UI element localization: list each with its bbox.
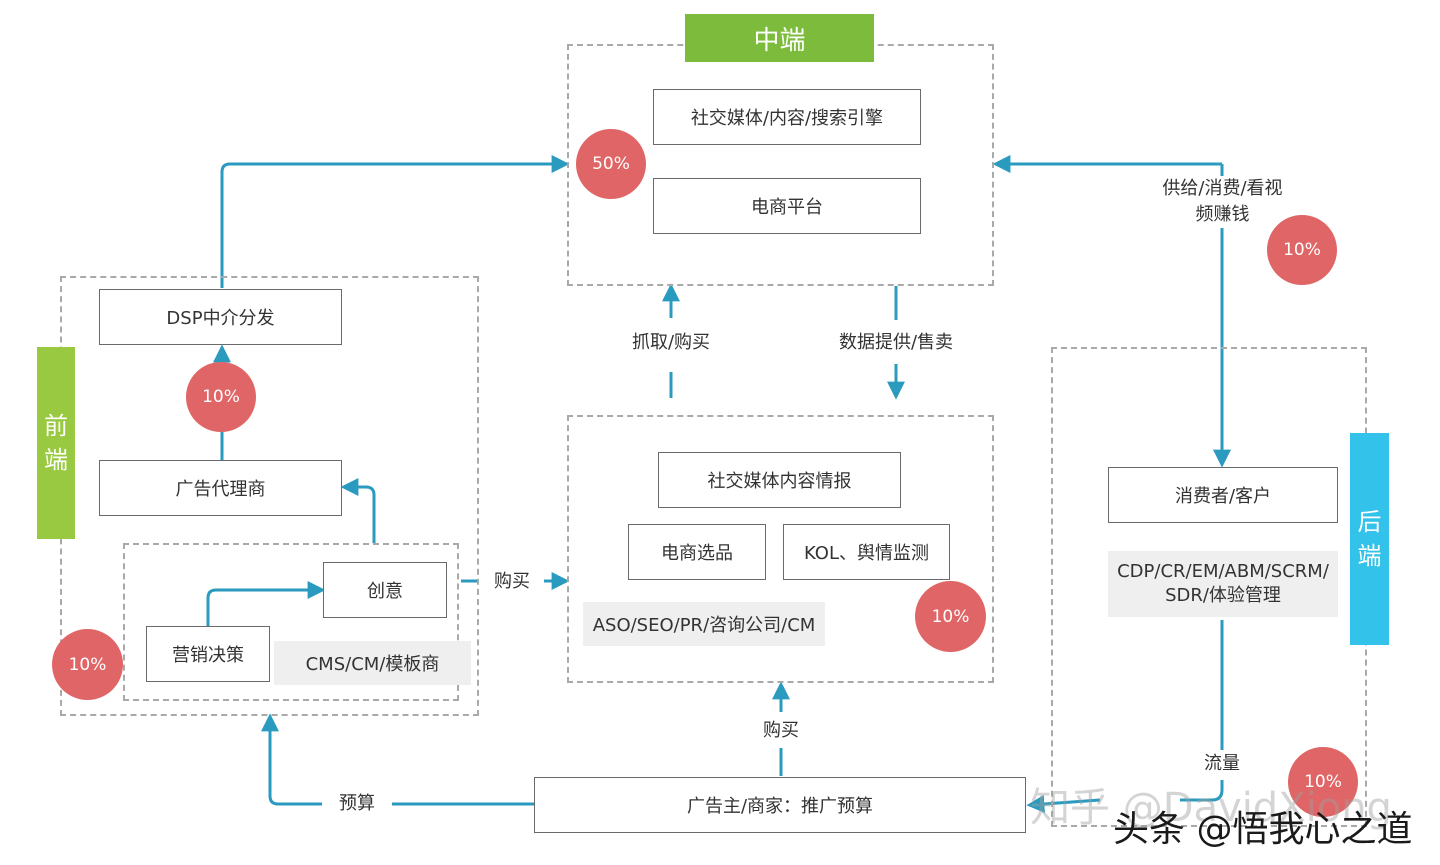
middle-band: 中端 — [685, 14, 874, 62]
kol-monitor-box: KOL、舆情监测 — [783, 524, 950, 580]
arrow-marketing-to-creative — [206, 581, 326, 626]
buy-left-label: 购买 — [484, 569, 540, 595]
arrow-budget-to-front — [261, 713, 322, 806]
front-band: 前端 — [37, 347, 75, 539]
center-region — [567, 415, 994, 683]
toutiao-watermark: 头条 @悟我心之道 — [1113, 809, 1413, 850]
back-pct-badge: 10% — [1288, 747, 1358, 817]
traffic-label: 流量 — [1194, 751, 1250, 777]
back-band-label: 后端 — [1357, 508, 1382, 570]
aso-seo-box: ASO/SEO/PR/咨询公司/CM — [583, 602, 825, 646]
ad-agency-box: 广告代理商 — [99, 460, 342, 516]
center-pct-badge: 10% — [915, 581, 986, 652]
cms-template-box: CMS/CM/模板商 — [274, 641, 471, 685]
front-inner-region — [123, 543, 459, 701]
advertiser-box: 广告主/商家：推广预算 — [534, 777, 1026, 833]
cdp-tools-box: CDP/CR/EM/ABM/SCRM/ SDR/体验管理 — [1108, 551, 1338, 617]
supply-label: 供给/消费/看视 频赚钱 — [1150, 176, 1295, 228]
line-traffic-to-advertiser — [1180, 780, 1224, 802]
middle-band-label: 中端 — [753, 25, 806, 56]
middle-pct-badge: 50% — [576, 129, 646, 199]
data-sell-label: 数据提供/售卖 — [830, 330, 962, 356]
dsp-box: DSP中介分发 — [99, 289, 342, 345]
social-intel-box: 社交媒体内容情报 — [658, 452, 901, 508]
front-band-label: 前端 — [44, 412, 68, 474]
ecommerce-platform-box: 电商平台 — [653, 178, 921, 234]
zhihu-watermark: 知乎 @DavidXiong — [1030, 785, 1392, 831]
social-media-search-box: 社交媒体/内容/搜索引擎 — [653, 89, 921, 145]
arrow-dsp-to-middle — [220, 155, 570, 288]
grab-buy-label: 抓取/购买 — [622, 330, 720, 356]
budget-label: 预算 — [326, 791, 388, 817]
creative-box: 创意 — [323, 562, 447, 618]
supply-pct-badge: 10% — [1267, 215, 1337, 285]
arrow-creative-to-agency — [340, 478, 376, 543]
supply-label-line1: 供给/消费/看视 — [1162, 178, 1283, 199]
back-band: 后端 — [1350, 433, 1389, 645]
supply-label-line2: 频赚钱 — [1195, 204, 1250, 225]
cdp-tools-line2: SDR/体验管理 — [1165, 585, 1281, 606]
ecommerce-selection-box: 电商选品 — [628, 524, 766, 580]
front-pct-badge: 10% — [52, 629, 123, 700]
dsp-pct-badge: 10% — [186, 362, 256, 432]
arrow-to-advertiser — [1026, 794, 1101, 813]
consumer-box: 消费者/客户 — [1108, 467, 1338, 523]
cdp-tools-line1: CDP/CR/EM/ABM/SCRM/ — [1117, 561, 1329, 582]
buy-bottom-label: 购买 — [752, 718, 810, 744]
marketing-decision-box: 营销决策 — [146, 626, 270, 682]
